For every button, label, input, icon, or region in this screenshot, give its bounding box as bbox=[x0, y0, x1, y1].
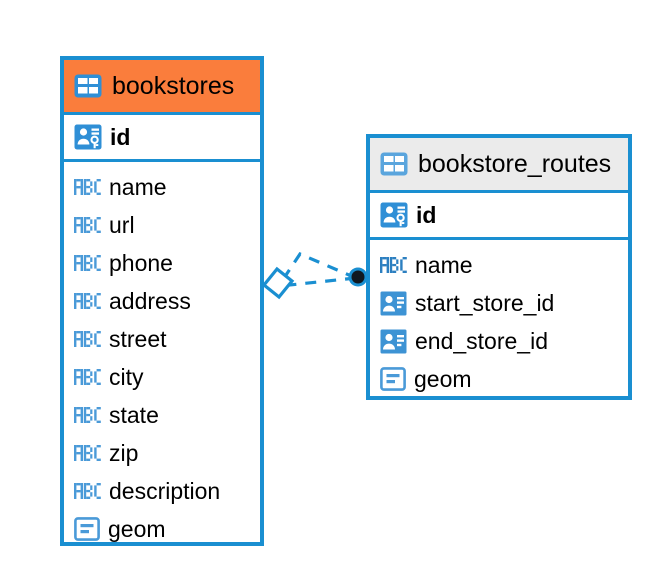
field-row-state[interactable]: state bbox=[74, 396, 260, 434]
entity-bookstores-primary-key-label: id bbox=[110, 123, 131, 150]
entity-bookstore-routes-primary-key-row[interactable]: id bbox=[370, 190, 628, 240]
field-row-street[interactable]: street bbox=[74, 320, 260, 358]
text-abc-icon bbox=[74, 483, 101, 499]
field-label-city: city bbox=[109, 363, 144, 390]
field-label-phone: phone bbox=[109, 249, 173, 276]
text-abc-icon bbox=[74, 331, 101, 347]
field-label-street: street bbox=[109, 325, 167, 352]
field-label-address: address bbox=[109, 287, 191, 314]
field-row-end-store-id[interactable]: end_store_id bbox=[380, 322, 628, 360]
entity-bookstore-routes-primary-key-label: id bbox=[416, 201, 437, 228]
entity-bookstore-routes-header[interactable]: bookstore_routes bbox=[370, 138, 628, 190]
entity-bookstores-primary-key-row[interactable]: id bbox=[64, 112, 260, 162]
text-abc-icon bbox=[74, 293, 101, 309]
geometry-icon bbox=[74, 517, 100, 541]
relationship-line-end-store-id[interactable] bbox=[279, 276, 357, 288]
field-row-url[interactable]: url bbox=[74, 206, 260, 244]
text-abc-icon bbox=[74, 369, 101, 385]
foreign-key-icon bbox=[380, 329, 407, 353]
table-icon bbox=[380, 152, 408, 176]
field-row-geom[interactable]: geom bbox=[380, 360, 628, 398]
field-row-city[interactable]: city bbox=[74, 358, 260, 396]
text-abc-icon bbox=[74, 445, 101, 461]
entity-bookstore-routes[interactable]: bookstore_routes id bbox=[366, 134, 632, 400]
text-abc-icon bbox=[74, 407, 101, 423]
primary-key-icon bbox=[380, 202, 408, 228]
filled-circle-marker[interactable] bbox=[348, 267, 368, 287]
field-label-description: description bbox=[109, 477, 221, 504]
field-label-geom: geom bbox=[108, 515, 166, 542]
field-label-url: url bbox=[109, 211, 135, 238]
field-row-name[interactable]: name bbox=[380, 246, 628, 284]
open-diamond-marker[interactable] bbox=[261, 266, 295, 300]
table-icon bbox=[74, 74, 102, 98]
field-row-name[interactable]: name bbox=[74, 168, 260, 206]
field-label-name: name bbox=[109, 173, 167, 200]
field-row-address[interactable]: address bbox=[74, 282, 260, 320]
geometry-icon bbox=[380, 367, 406, 391]
field-row-phone[interactable]: phone bbox=[74, 244, 260, 282]
field-row-start-store-id[interactable]: start_store_id bbox=[380, 284, 628, 322]
entity-bookstore-routes-title: bookstore_routes bbox=[418, 149, 612, 178]
field-label-name: name bbox=[415, 251, 473, 278]
field-label-end-store-id: end_store_id bbox=[415, 327, 548, 354]
field-label-start-store-id: start_store_id bbox=[415, 289, 555, 316]
field-label-zip: zip bbox=[109, 439, 139, 466]
entity-bookstores[interactable]: bookstores id bbox=[60, 56, 264, 546]
relationship-line-start-store-id[interactable] bbox=[278, 252, 357, 285]
field-label-state: state bbox=[109, 401, 159, 428]
entity-bookstore-routes-field-list: name start_store_id bbox=[370, 240, 628, 402]
primary-key-icon bbox=[74, 124, 102, 150]
text-abc-icon bbox=[74, 179, 101, 195]
field-row-geom[interactable]: geom bbox=[74, 510, 260, 548]
text-abc-icon bbox=[74, 255, 101, 271]
entity-bookstores-field-list: name bbox=[64, 162, 260, 552]
entity-bookstores-header[interactable]: bookstores bbox=[64, 60, 260, 112]
entity-bookstores-title: bookstores bbox=[112, 71, 235, 100]
field-label-geom: geom bbox=[414, 365, 472, 392]
text-abc-icon bbox=[380, 257, 407, 273]
field-row-description[interactable]: description bbox=[74, 472, 260, 510]
text-abc-icon bbox=[74, 217, 101, 233]
field-row-zip[interactable]: zip bbox=[74, 434, 260, 472]
foreign-key-icon bbox=[380, 291, 407, 315]
